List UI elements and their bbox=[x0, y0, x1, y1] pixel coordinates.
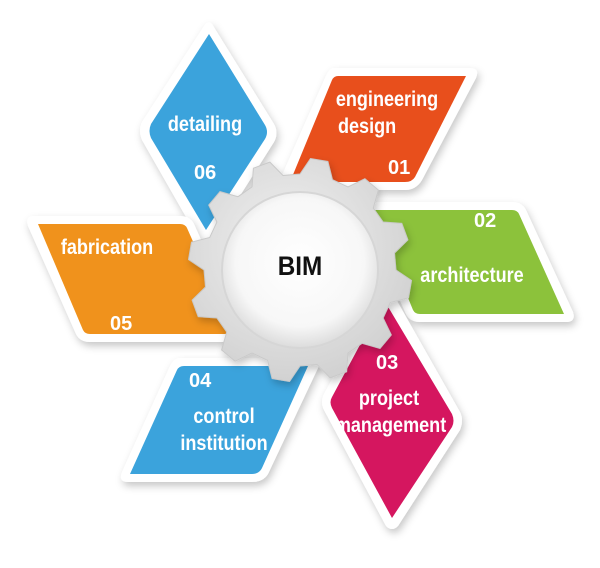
segment-06-fill bbox=[149, 34, 267, 230]
segment-03-number: 03 bbox=[376, 352, 399, 374]
segment-01-fill bbox=[290, 76, 466, 182]
segment-01-label: engineering design bbox=[333, 86, 441, 140]
segment-05-label: fabrication bbox=[58, 234, 156, 261]
center-hub bbox=[221, 191, 379, 349]
segment-01-number: 01 bbox=[388, 157, 411, 179]
segment-05-fabrication bbox=[27, 216, 243, 342]
segment-02-architecture bbox=[359, 202, 574, 322]
segment-05-number: 05 bbox=[110, 313, 133, 335]
segment-03-project-management bbox=[322, 287, 462, 529]
segment-02-label-line-1: architecture bbox=[420, 264, 524, 287]
segment-01-label-line-2: design bbox=[337, 115, 397, 138]
segment-04-label: control institution bbox=[172, 403, 275, 457]
segment-02-label: architecture bbox=[414, 262, 531, 289]
segment-06-label-line-1: detailing bbox=[167, 113, 243, 136]
segment-04-label-line-1: control bbox=[193, 405, 255, 428]
segment-01-label-line-1: engineering bbox=[335, 88, 439, 111]
segment-06-number: 06 bbox=[194, 162, 217, 184]
segment-03-label-line-2: management bbox=[334, 414, 447, 437]
segment-02-fill bbox=[372, 210, 564, 314]
segment-05-fill bbox=[38, 224, 234, 334]
segment-06-detailing bbox=[140, 22, 277, 243]
center-label: BIM bbox=[277, 251, 323, 281]
segment-04-number: 04 bbox=[189, 370, 212, 392]
segment-03-label: project management bbox=[334, 385, 447, 439]
segment-03-fill bbox=[330, 300, 454, 518]
segment-04-control-institution bbox=[120, 358, 320, 482]
segment-04-label-line-2: institution bbox=[180, 432, 268, 455]
segment-03-label-line-1: project bbox=[358, 387, 420, 410]
segment-06-label: detailing bbox=[156, 111, 254, 138]
segment-01-engineering-design bbox=[277, 68, 478, 190]
segment-02-number: 02 bbox=[474, 210, 497, 232]
center-gear bbox=[187, 157, 413, 383]
segment-04-fill bbox=[130, 366, 308, 474]
segment-05-label-line-1: fabrication bbox=[60, 236, 154, 259]
